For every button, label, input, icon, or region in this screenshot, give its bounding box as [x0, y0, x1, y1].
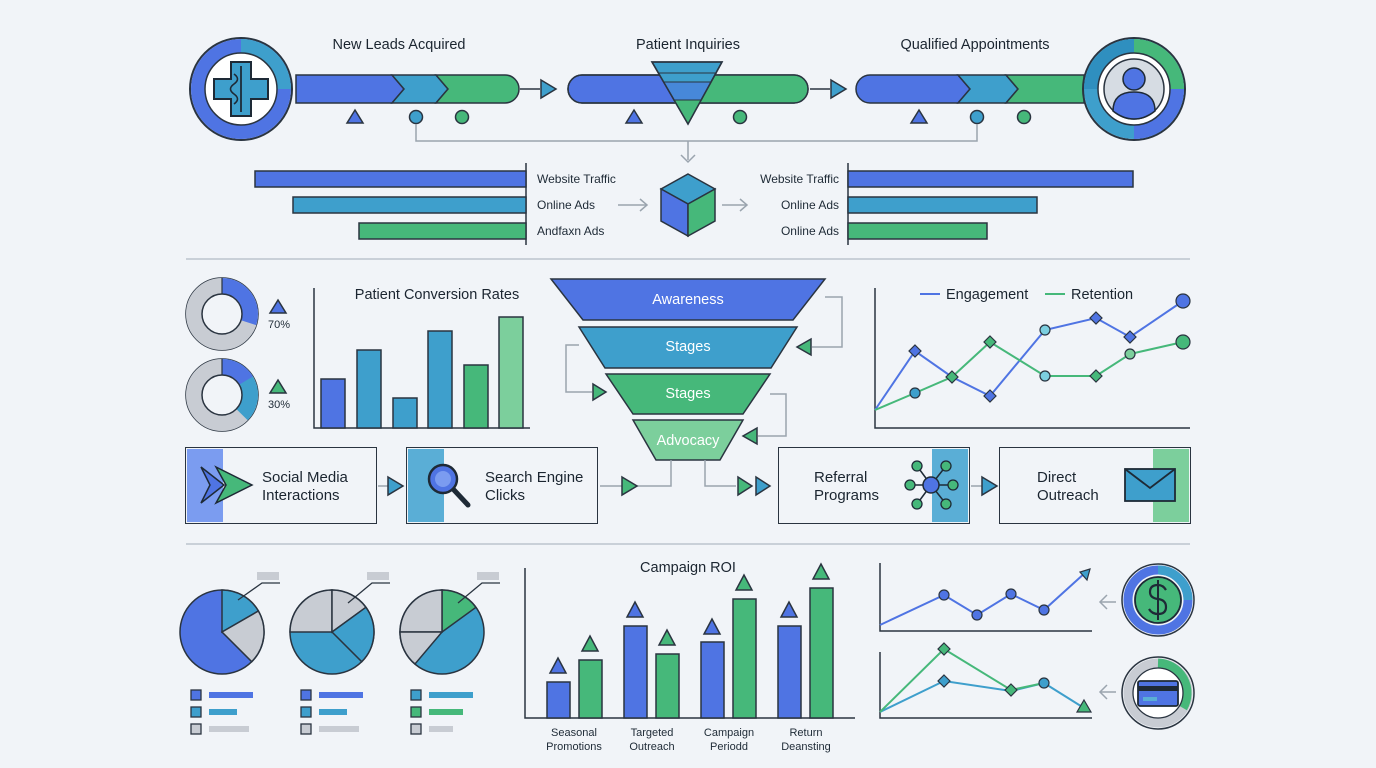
engagement-line-chart [874, 288, 1191, 429]
roi-chart-title: Campaign ROI [640, 560, 736, 576]
legend-engagement: Engagement [946, 287, 1029, 303]
conversion-bar-chart [313, 288, 530, 429]
funnel-stage-label: Stages [665, 339, 711, 355]
medical-cross-icon [189, 37, 293, 141]
inquiries-title: Patient Inquiries [636, 37, 740, 53]
appointments-title: Qualified Appointments [900, 37, 1050, 53]
donut-percent-label: 70% [268, 319, 291, 331]
section-divider-top [186, 258, 1190, 260]
left-source-label: Online Ads [537, 198, 596, 212]
funnel-stage-label: Stages [665, 386, 711, 402]
section-divider-bottom [186, 543, 1190, 545]
donut-chart-30 [185, 358, 288, 432]
right-source-label: Website Traffic [760, 172, 839, 186]
user-profile-icon [1082, 37, 1186, 141]
payment-line-chart [879, 642, 1116, 719]
inquiries-progress-bar [567, 61, 848, 126]
dollar-coin-icon [1121, 563, 1195, 637]
campaign-roi-chart [524, 562, 855, 719]
funnel-stage-label: Awareness [652, 292, 724, 308]
right-source-bars [847, 163, 1134, 245]
pie-charts [179, 572, 500, 735]
right-source-label: Online Ads [780, 198, 839, 212]
credit-card-icon [1121, 656, 1195, 730]
leads-title: New Leads Acquired [332, 37, 466, 53]
donut-chart-70 [185, 277, 288, 351]
marketing-funnel [549, 278, 843, 487]
legend-retention: Retention [1071, 287, 1134, 303]
revenue-line-chart [879, 563, 1116, 632]
donut-percent-label: 30% [268, 399, 291, 411]
left-source-label: Andfaxn Ads [537, 224, 605, 238]
left-source-label: Website Traffic [537, 172, 616, 186]
conversion-chart-title: Patient Conversion Rates [354, 287, 520, 303]
funnel-stage-label: Advocacy [656, 433, 720, 449]
cube-icon [618, 173, 749, 238]
appointments-progress-bar [855, 74, 1085, 125]
channel-box-decorations [187, 449, 1189, 522]
right-source-label: Online Ads [780, 224, 839, 238]
left-source-bars [254, 163, 527, 245]
leads-progress-bar [295, 74, 558, 125]
